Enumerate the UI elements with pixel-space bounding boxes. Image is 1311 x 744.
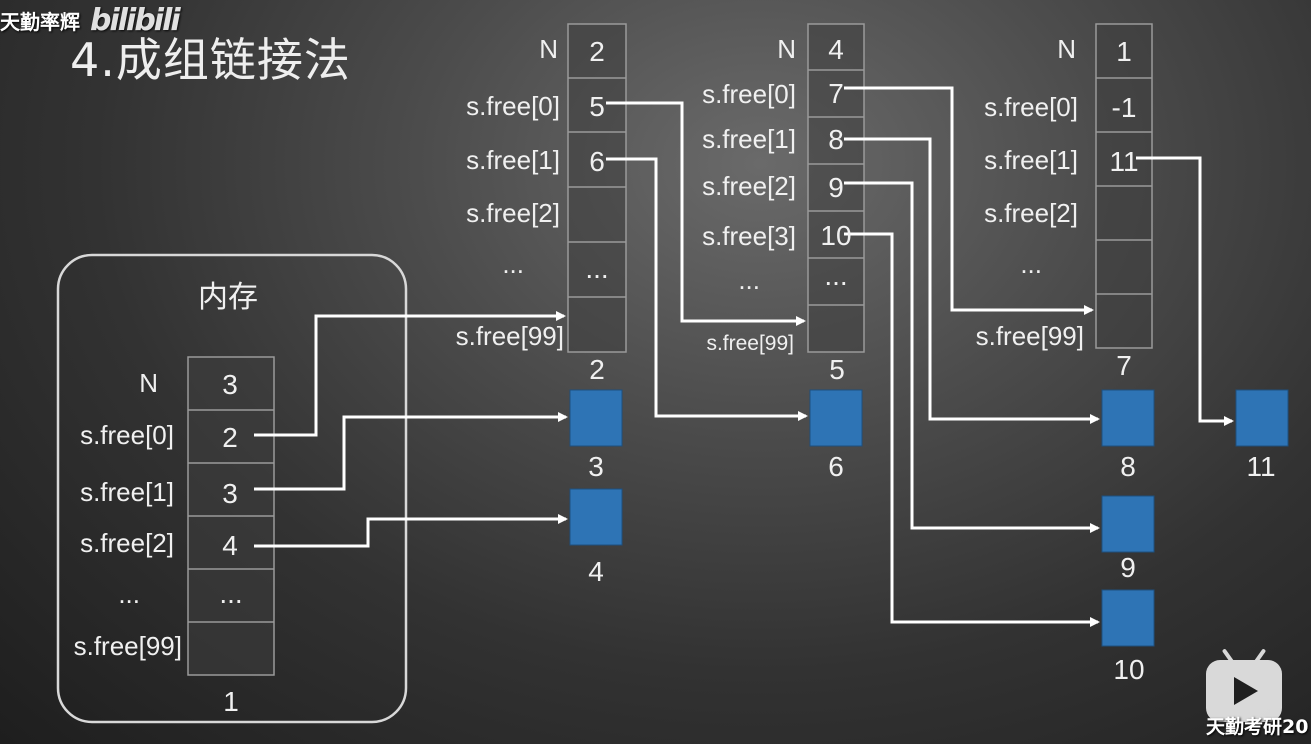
group-block-5-table (807, 23, 865, 353)
free-block-6-label: 6 (828, 451, 844, 482)
memory-cell-n: 3 (222, 369, 238, 400)
block2-label-ellipsis: ... (502, 249, 524, 279)
block7-cell-n: 1 (1116, 36, 1132, 67)
free-block-10-label: 10 (1113, 654, 1145, 685)
memory-label-ellipsis: ... (118, 579, 140, 609)
block5-label-free3: s.free[3] (702, 221, 796, 251)
memory-title: 内存 (198, 281, 258, 314)
bilibili-tv-icon (1206, 660, 1282, 722)
arrow-block7-to-block-11 (1136, 156, 1234, 426)
free-block-9 (1101, 495, 1155, 553)
block5-label-free0: s.free[0] (702, 79, 796, 109)
watermark-channel: 天勤率辉 (0, 9, 80, 34)
free-block-4 (569, 488, 623, 546)
block5-label-free1: s.free[1] (702, 124, 796, 154)
arrow-block5-to-block-7 (844, 86, 1094, 315)
block5-cell-ellipsis: ... (824, 260, 848, 291)
block5-cell-free2: 9 (828, 172, 844, 203)
bilibili-logo: bilibili (90, 2, 181, 38)
block7-cell-free0: -1 (1111, 92, 1137, 123)
memory-box-outline (56, 253, 408, 724)
block5-label-n: N (777, 34, 796, 64)
block2-label-free0: s.free[0] (466, 91, 560, 121)
block7-label-free1: s.free[1] (984, 145, 1078, 175)
block5-number: 5 (829, 354, 845, 385)
block2-label-free99: s.free[99] (455, 321, 564, 351)
memory-cell-free0: 2 (222, 422, 238, 453)
arrow-mem-to-block-3 (254, 412, 568, 491)
arrow-mem-to-block-4 (254, 514, 568, 548)
free-block-10 (1101, 589, 1155, 647)
free-block-3-label: 3 (588, 451, 604, 482)
memory-block-number: 1 (223, 686, 239, 717)
block7-label-free0: s.free[0] (984, 92, 1078, 122)
block5-label-ellipsis: ... (738, 265, 760, 295)
free-block-8-label: 8 (1120, 451, 1136, 482)
memory-label-free0: s.free[0] (80, 420, 174, 450)
block2-cell-free1: 6 (589, 146, 605, 177)
group-block-2-table (567, 23, 627, 353)
block2-cell-free0: 5 (589, 91, 605, 122)
arrow-block2-to-block-6 (606, 157, 808, 421)
memory-label-free2: s.free[2] (80, 528, 174, 558)
block5-cell-free1: 8 (828, 124, 844, 155)
block5-cell-free3: 10 (820, 220, 852, 251)
block5-cell-n: 4 (828, 34, 844, 65)
block7-label-n: N (1057, 34, 1076, 64)
memory-label-free1: s.free[1] (80, 477, 174, 507)
arrow-mem-to-block-2 (254, 311, 566, 437)
memory-cell-ellipsis: ... (219, 578, 243, 609)
free-block-8 (1101, 389, 1155, 447)
watermark-bottom: 天勤考研20 (1206, 716, 1309, 738)
block7-label-ellipsis: ... (1020, 249, 1042, 279)
free-block-11-label: 11 (1246, 451, 1276, 482)
watermark-left: 天勤率辉 bilibili (0, 0, 181, 40)
block7-cell-free1: 11 (1109, 146, 1139, 177)
block2-label-free1: s.free[1] (466, 145, 560, 175)
free-block-9-label: 9 (1120, 552, 1136, 583)
arrow-block5-to-block-8 (844, 137, 1100, 424)
block5-label-free99: s.free[99] (706, 332, 794, 355)
block2-label-n: N (539, 34, 558, 64)
arrow-block5-to-block-9 (844, 181, 1100, 533)
block2-cell-ellipsis: ... (585, 253, 609, 284)
block7-number: 7 (1116, 350, 1132, 381)
block7-label-free2: s.free[2] (984, 198, 1078, 228)
arrow-block2-to-block-5 (606, 101, 806, 326)
slide-title: 4.成组链接法 (70, 33, 351, 87)
memory-cell-free1: 3 (222, 478, 238, 509)
free-block-11 (1235, 389, 1289, 447)
free-block-4-label: 4 (588, 556, 604, 587)
memory-label-free99: s.free[99] (73, 631, 182, 661)
block2-label-free2: s.free[2] (466, 198, 560, 228)
block7-label-free99: s.free[99] (975, 321, 1084, 351)
memory-cell-free2: 4 (222, 530, 238, 561)
block2-cell-n: 2 (589, 36, 605, 67)
arrow-block5-to-block-10 (844, 232, 1100, 627)
play-icon (1234, 677, 1258, 705)
block5-label-free2: s.free[2] (702, 171, 796, 201)
block2-number: 2 (589, 354, 605, 385)
free-block-6 (809, 389, 863, 447)
block5-cell-free0: 7 (828, 78, 844, 109)
free-block-3 (569, 389, 623, 447)
memory-label-n: N (139, 368, 158, 398)
